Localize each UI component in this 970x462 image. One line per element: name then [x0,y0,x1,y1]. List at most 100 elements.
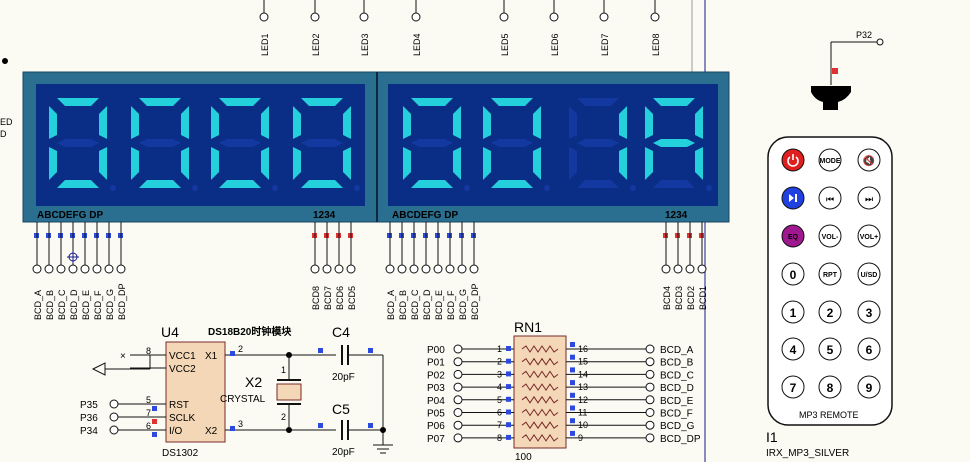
ir-terminal[interactable] [876,38,884,46]
led-terminal[interactable] [411,12,421,22]
rn1-pin: 10 [578,420,588,430]
ir-receiver-icon[interactable] [811,86,851,110]
display-left-segment-label: ABCDEFG DP [37,210,103,221]
segment [577,139,619,147]
led-terminal[interactable] [599,12,609,22]
net-terminal[interactable] [661,264,671,274]
rn1-left-terminal[interactable] [453,382,463,392]
rn1-left-terminal[interactable] [453,357,463,367]
ds1302-chip[interactable] [165,341,226,443]
remote-button[interactable] [818,262,842,286]
net-terminal[interactable] [685,264,695,274]
net-terminal[interactable] [334,264,344,274]
display-right-digit-label: 1234 [665,210,688,221]
segment [219,98,261,106]
segment [293,147,301,180]
remote-button[interactable] [818,375,842,399]
rn1-right-terminal[interactable] [645,357,655,367]
net-terminal[interactable] [322,264,332,274]
net-terminal[interactable] [697,264,707,274]
net-terminal[interactable] [44,264,54,274]
led-terminal[interactable] [650,12,660,22]
remote-button[interactable] [781,375,805,399]
segment [577,180,619,188]
rn1-right-terminal[interactable] [645,433,655,443]
resistor-network-chip[interactable] [513,335,567,449]
rn1-left-net: P05 [427,409,445,420]
rn1-left-terminal[interactable] [453,344,463,354]
rn1-pin-marker [570,392,575,398]
rn1-right-terminal[interactable] [645,369,655,379]
remote-part: IRX_MP3_SILVER [766,448,849,459]
segment [653,139,695,147]
remote-button[interactable] [818,337,842,361]
remote-button-label: U/SD [861,272,878,279]
rn1-pin: 6 [497,408,502,418]
net-terminal[interactable] [409,264,419,274]
ds-input-terminal[interactable] [109,412,119,422]
net-terminal[interactable] [310,264,320,274]
resistor-zigzag [521,408,559,417]
rn1-left-terminal[interactable] [453,420,463,430]
led-terminal[interactable] [499,12,509,22]
net-terminal[interactable] [32,264,42,274]
rn1-right-terminal[interactable] [645,382,655,392]
remote-button[interactable] [857,148,881,172]
net-terminal[interactable] [457,264,467,274]
segment [211,147,219,180]
net-terminal[interactable] [673,264,683,274]
remote-button[interactable] [857,262,881,286]
net-terminal[interactable] [397,264,407,274]
remote-button[interactable] [781,337,805,361]
remote-button[interactable] [781,262,805,286]
net-terminal[interactable] [80,264,90,274]
remote-button[interactable] [818,186,842,210]
led-terminal[interactable] [549,12,559,22]
rn1-right-terminal[interactable] [645,420,655,430]
rn1-left-net: P01 [427,358,445,369]
led-terminal[interactable] [259,12,269,22]
net-terminal[interactable] [68,264,78,274]
rn1-left-terminal[interactable] [453,408,463,417]
segment [343,106,351,139]
net-label: BCD1 [698,286,708,310]
rn1-right-terminal[interactable] [645,408,655,417]
net-label: BCD3 [674,286,684,310]
eq-button[interactable] [781,224,805,248]
remote-button[interactable] [781,300,805,324]
rn1-left-terminal[interactable] [453,369,463,379]
net-terminal[interactable] [433,264,443,274]
rn1-right-terminal[interactable] [645,395,655,405]
remote-button[interactable] [857,186,881,210]
segment [491,98,533,106]
remote-button[interactable] [857,224,881,248]
remote-button[interactable] [818,224,842,248]
led-terminal[interactable] [310,12,320,22]
net-terminal[interactable] [421,264,431,274]
net-terminal[interactable] [56,264,66,274]
crystal-body[interactable] [276,383,302,401]
rn1-left-terminal[interactable] [453,433,463,443]
ds-input-terminal[interactable] [109,399,119,409]
remote-button[interactable] [818,148,842,172]
rn1-right-terminal[interactable] [645,344,655,354]
remote-button[interactable] [857,300,881,324]
remote-button[interactable] [857,337,881,361]
led-terminal[interactable] [359,12,369,22]
net-terminal[interactable] [116,264,126,274]
rn1-right-net: BCD_D [660,383,694,394]
segment [301,180,343,188]
net-terminal[interactable] [104,264,114,274]
ds-input-terminal[interactable] [109,425,119,435]
net-terminal[interactable] [346,264,356,274]
rn1-right-net: BCD_F [660,409,693,420]
net-terminal[interactable] [92,264,102,274]
net-terminal[interactable] [469,264,479,274]
rn1-left-terminal[interactable] [453,395,463,405]
remote-button[interactable] [818,300,842,324]
remote-button[interactable] [857,375,881,399]
pause-glyph [795,194,797,202]
net-terminal[interactable] [445,264,455,274]
net-terminal[interactable] [385,264,395,274]
